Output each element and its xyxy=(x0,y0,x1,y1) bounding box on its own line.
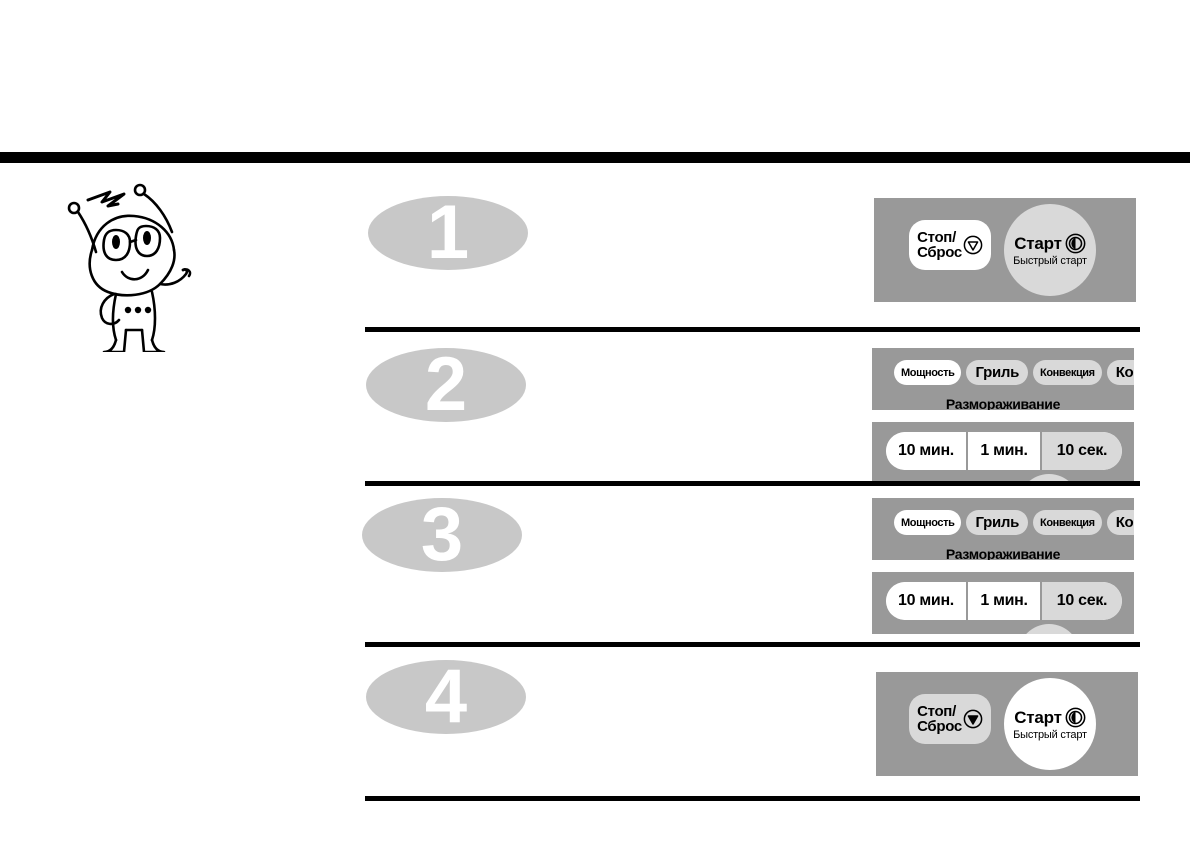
step-row: 4 Стоп/ Сброс Старт xyxy=(0,650,1190,810)
mode-label: Конвекция xyxy=(1040,516,1095,529)
step-number-text: 4 xyxy=(425,660,467,735)
step-row: 3 Мощность Гриль Конвекция Комби Размора… xyxy=(0,490,1190,648)
mode-label: Гриль xyxy=(975,514,1020,531)
time-button-10sec[interactable]: 10 сек. xyxy=(1042,432,1122,470)
step-divider xyxy=(365,796,1140,801)
start-sublabel: Быстрый старт xyxy=(1013,729,1087,741)
step-divider xyxy=(365,327,1140,332)
step-divider xyxy=(365,481,1140,486)
time-label: 10 сек. xyxy=(1056,442,1108,459)
stop-label-line2: Сброс xyxy=(917,718,962,735)
mode-button-group: Мощность Гриль Конвекция Комби xyxy=(894,360,1134,385)
defrost-caption: Размораживание xyxy=(945,396,1061,410)
time-button-group: 10 мин. 1 мин. 10 сек. xyxy=(886,582,1122,620)
mode-label: Комби xyxy=(1115,514,1134,531)
step-number-text: 1 xyxy=(427,196,469,271)
step-number-badge: 4 xyxy=(366,660,526,735)
time-button-10min[interactable]: 10 мин. xyxy=(886,432,966,470)
defrost-caption: Размораживание xyxy=(945,546,1061,560)
step-number-text: 2 xyxy=(425,348,467,423)
control-panel-times: 10 мин. 1 мин. 10 сек. xyxy=(872,572,1134,634)
start-sublabel: Быстрый старт xyxy=(1013,255,1087,267)
mode-button-grill[interactable]: Гриль xyxy=(966,360,1029,385)
time-label: 1 мин. xyxy=(980,592,1028,609)
control-panel-modes: Мощность Гриль Конвекция Комби Разморажи… xyxy=(872,498,1134,560)
mode-label: Мощность xyxy=(901,516,955,529)
time-label: 10 сек. xyxy=(1056,592,1108,609)
mode-button-combi[interactable]: Комби xyxy=(1106,510,1134,535)
control-panel-times: 10 мин. 1 мин. 10 сек. xyxy=(872,422,1134,484)
time-button-group: 10 мин. 1 мин. 10 сек. xyxy=(886,432,1122,470)
mode-label: Гриль xyxy=(975,364,1020,381)
mode-button-convection[interactable]: Конвекция xyxy=(1033,510,1102,535)
mode-label: Мощность xyxy=(901,366,955,379)
time-button-10min[interactable]: 10 мин. xyxy=(886,582,966,620)
mode-button-grill[interactable]: Гриль xyxy=(966,510,1029,535)
step-number-badge: 1 xyxy=(368,196,528,271)
step-number-text: 3 xyxy=(421,498,463,573)
dial-knob[interactable] xyxy=(1018,474,1080,484)
time-label: 1 мин. xyxy=(980,442,1028,459)
mode-button-convection[interactable]: Конвекция xyxy=(1033,360,1102,385)
mode-button-power[interactable]: Мощность xyxy=(894,510,962,535)
step-row: 1 Стоп/ Сброс Старт xyxy=(0,186,1190,336)
step-number-badge: 2 xyxy=(366,348,526,423)
step-number-badge: 3 xyxy=(362,498,522,573)
control-panel-start-stop: Стоп/ Сброс Старт Быстрый старт xyxy=(876,672,1138,776)
stop-reset-button[interactable]: Стоп/ Сброс xyxy=(909,220,991,270)
start-power-icon xyxy=(1065,233,1086,254)
stop-triangle-icon xyxy=(963,709,983,729)
start-power-icon xyxy=(1065,707,1086,728)
time-label: 10 мин. xyxy=(898,592,954,609)
control-panel-modes: Мощность Гриль Конвекция Комби Разморажи… xyxy=(872,348,1134,410)
time-label: 10 мин. xyxy=(898,442,954,459)
robot-chef-mascot-icon xyxy=(52,172,202,354)
mode-button-combi[interactable]: Комби xyxy=(1106,360,1134,385)
control-panel-start-stop: Стоп/ Сброс Старт Быстрый старт xyxy=(874,198,1136,302)
start-label: Старт xyxy=(1014,233,1062,253)
dial-knob[interactable] xyxy=(1018,624,1080,634)
stop-triangle-icon xyxy=(963,235,983,255)
mode-button-power[interactable]: Мощность xyxy=(894,360,962,385)
start-quickstart-button[interactable]: Старт Быстрый старт xyxy=(1004,204,1096,296)
time-button-1min[interactable]: 1 мин. xyxy=(966,582,1042,620)
step-row: 2 Мощность Гриль Конвекция Комби Размора… xyxy=(0,338,1190,488)
start-label: Старт xyxy=(1014,707,1062,727)
mode-label: Комби xyxy=(1115,364,1134,381)
stop-label-line1: Стоп/ xyxy=(917,703,956,720)
step-divider xyxy=(365,642,1140,647)
stop-label-line2: Сброс xyxy=(917,244,962,261)
mode-button-group: Мощность Гриль Конвекция Комби xyxy=(894,510,1134,535)
top-rule xyxy=(0,152,1190,163)
stop-label-line1: Стоп/ xyxy=(917,229,956,246)
start-quickstart-button[interactable]: Старт Быстрый старт xyxy=(1004,678,1096,770)
stop-reset-button[interactable]: Стоп/ Сброс xyxy=(909,694,991,744)
time-button-10sec[interactable]: 10 сек. xyxy=(1042,582,1122,620)
mode-label: Конвекция xyxy=(1040,366,1095,379)
time-button-1min[interactable]: 1 мин. xyxy=(966,432,1042,470)
